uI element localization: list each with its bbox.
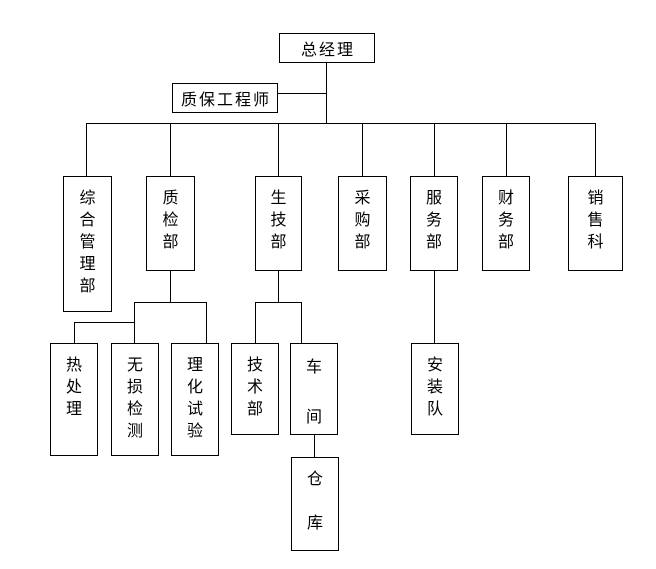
node-char: 化 [186,377,203,396]
node-finance-dept: 财务部 [482,176,530,271]
node-char: 购 [354,210,371,229]
node-char: 仓 [306,469,323,488]
node-char: 务 [497,210,514,229]
node-char: 综 [79,188,96,207]
node-char: 库 [306,513,323,532]
node-char: 管 [79,232,96,251]
node-char: 无 [126,355,143,374]
node-char: 理 [186,355,203,374]
node-general-manager: 总经理 [279,33,375,63]
node-char: 安 [426,355,443,374]
connector-stub-production-tech [278,123,279,176]
connector-stub-purchasing [362,123,363,176]
connector-stub-heat-treatment [74,322,75,343]
node-general-management-dept: 综合管理部 [63,176,112,312]
node-char: 采 [354,188,371,207]
node-char: 财 [497,188,514,207]
node-char: 车 [305,357,322,376]
node-purchasing-dept: 采购部 [338,176,387,271]
connector-main-horizontal [86,123,596,124]
node-warehouse: 仓库 [291,457,339,551]
node-char: 部 [497,232,514,251]
node-char: 部 [354,232,371,251]
node-char: 损 [126,377,143,396]
node-heat-treatment: 热处理 [50,343,98,456]
node-phys-chem-test: 理化试验 [171,343,219,456]
connector-qi-drop [170,271,171,302]
node-char: 测 [126,421,143,440]
node-char: 销 [587,188,604,207]
connector-stub-quality-inspection [170,123,171,176]
node-char: 部 [270,232,287,251]
node-char: 理 [65,399,82,418]
node-production-tech-dept: 生技部 [255,176,302,271]
node-char: 间 [305,407,322,426]
connector-stub-phys-chem-test [206,302,207,343]
node-char: 质 [162,188,179,207]
node-sales-section: 销售科 [568,176,623,271]
node-char: 检 [126,399,143,418]
node-char: 售 [587,210,604,229]
node-workshop: 车间 [290,343,338,435]
connector-stub-service [434,123,435,176]
connector-stub-installation [434,271,435,343]
node-char: 科 [587,232,604,251]
node-installation-team: 安装队 [411,343,459,435]
node-technical-dept: 技术部 [231,343,279,435]
node-char: 技 [270,210,287,229]
node-char: 热 [65,355,82,374]
node-char: 装 [426,377,443,396]
connector-root-drop [326,63,327,123]
node-char: 合 [79,210,96,229]
connector-stub-workshop [301,302,302,343]
connector-qi-horizontal [134,302,206,303]
node-ndt: 无损检测 [111,343,159,456]
connector-pt-horizontal [255,302,301,303]
node-char: 检 [162,210,179,229]
connector-qa-engineer-branch [278,93,326,94]
connector-stub-finance [506,123,507,176]
node-char: 务 [425,210,442,229]
connector-pt-drop [278,271,279,302]
node-char: 部 [425,232,442,251]
node-service-dept: 服务部 [410,176,458,271]
node-quality-inspection-dept: 质检部 [146,176,195,271]
node-char: 部 [162,232,179,251]
connector-heat-horizontal [74,322,134,323]
connector-stub-ndt [134,302,135,343]
node-char: 队 [426,399,443,418]
node-char: 服 [425,188,442,207]
node-char: 试 [186,399,203,418]
node-char: 部 [246,399,263,418]
node-char: 验 [186,421,203,440]
connector-stub-general-management [86,123,87,176]
connector-stub-warehouse [314,435,315,457]
node-char: 处 [65,377,82,396]
node-char: 部 [79,276,96,295]
node-char: 技 [246,355,263,374]
node-qa-engineer: 质保工程师 [172,83,278,113]
node-char: 术 [246,377,263,396]
connector-stub-technical [255,302,256,343]
node-char: 生 [270,188,287,207]
connector-stub-sales [595,123,596,176]
node-char: 理 [79,254,96,273]
